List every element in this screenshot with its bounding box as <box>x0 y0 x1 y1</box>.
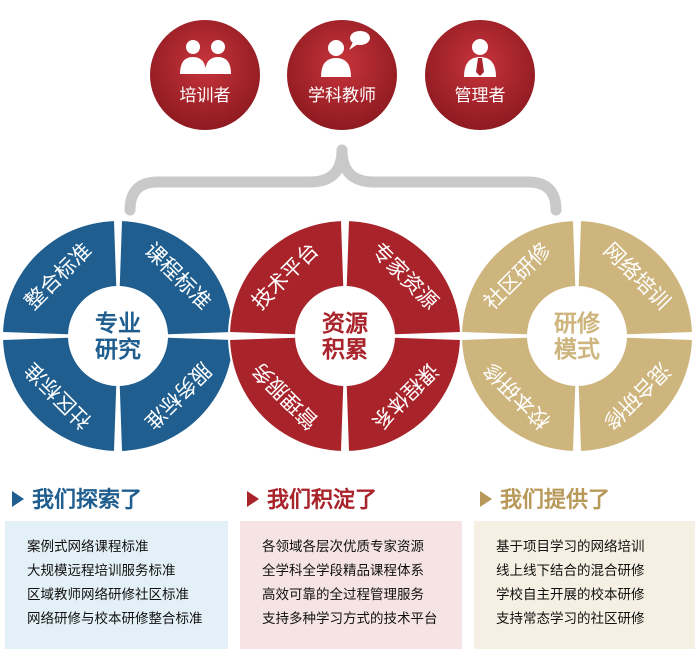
two-people-icon <box>180 40 231 74</box>
role-label-trainer: 培训者 <box>180 86 231 106</box>
triangle-bullet-icon <box>12 491 24 507</box>
role-label-teacher: 学科教师 <box>308 86 376 106</box>
wheel-segment <box>119 337 233 451</box>
wheel-segment <box>462 221 576 335</box>
teacher-speech-icon <box>321 31 370 77</box>
panel-title-accumulate: 我们积淀了 <box>247 482 377 514</box>
wheel-center-label: 研究 <box>95 336 141 363</box>
wheel-3: 社区研修网络培训混合研修校本研修研修模式 <box>460 219 694 453</box>
list-item: 大规模远程培训服务标准 <box>27 563 176 579</box>
wheel-segment <box>346 337 460 451</box>
panel-title-text: 我们探索了 <box>32 488 143 513</box>
list-item: 网络研修与校本研修整合标准 <box>27 611 203 627</box>
wheel-center-label: 资源 <box>322 311 368 337</box>
list-item: 支持常态学习的社区研修 <box>496 611 645 627</box>
panel-box-explore: 案例式网络课程标准 大规模远程培训服务标准 区域教师网络研修社区标准 网络研修与… <box>5 521 228 649</box>
wheel-segment <box>119 221 233 335</box>
triangle-bullet-icon <box>480 491 492 507</box>
wheel-segment <box>230 221 344 335</box>
wheel-center <box>74 292 162 380</box>
panel-title-provide: 我们提供了 <box>480 482 610 514</box>
wheel-1: 整合标准课程标准服务标准社区标准专业研究 <box>1 219 235 453</box>
wheel-segment <box>3 337 117 451</box>
list-item: 支持多种学习方式的技术平台 <box>262 611 438 627</box>
list-item: 区域教师网络研修社区标准 <box>27 587 189 603</box>
panel-title-text: 我们提供了 <box>500 488 611 513</box>
wheel-segment <box>578 221 692 335</box>
list-item: 线上线下结合的混合研修 <box>496 563 645 579</box>
panel-box-provide: 基于项目学习的网络培训 线上线下结合的混合研修 学校自主开展的校本研修 支持常态… <box>474 521 695 649</box>
list-item: 学校自主开展的校本研修 <box>496 587 645 603</box>
panel-title-text: 我们积淀了 <box>267 488 378 513</box>
list-item: 全学科全学段精品课程体系 <box>262 563 424 579</box>
wheel-center-label: 专业 <box>95 310 141 337</box>
list-item: 高效可靠的全过程管理服务 <box>262 587 424 603</box>
wheel-center-label: 研修 <box>554 310 601 337</box>
list-item: 基于项目学习的网络培训 <box>496 539 645 555</box>
wheel-segment <box>462 337 576 451</box>
wheel-center <box>301 292 389 380</box>
brace-connector <box>124 144 562 216</box>
panel-box-accumulate: 各领域各层次优质专家资源 全学科全学段精品课程体系 高效可靠的全过程管理服务 支… <box>240 521 462 649</box>
list-item: 案例式网络课程标准 <box>27 539 149 555</box>
wheel-center <box>533 292 621 380</box>
wheel-group: 整合标准课程标准服务标准社区标准专业研究技术平台专家资源课程体系管理服务资源积累… <box>1 219 694 453</box>
wheel-segment <box>230 337 344 451</box>
wheel-segment <box>3 221 117 335</box>
wheel-segment <box>346 221 460 335</box>
manager-icon <box>464 39 496 77</box>
list-item: 各领域各层次优质专家资源 <box>262 539 424 555</box>
wheel-segment <box>578 337 692 451</box>
wheel-2: 技术平台专家资源课程体系管理服务资源积累 <box>228 219 462 453</box>
wheel-center-label: 模式 <box>554 337 600 363</box>
role-group: 培训者 学科教师 管理者 <box>150 20 535 130</box>
role-label-manager: 管理者 <box>455 86 506 106</box>
panel-title-explore: 我们探索了 <box>12 482 142 514</box>
role-circle-trainer <box>150 20 260 130</box>
triangle-bullet-icon <box>247 491 259 507</box>
wheel-center-label: 积累 <box>322 337 368 363</box>
